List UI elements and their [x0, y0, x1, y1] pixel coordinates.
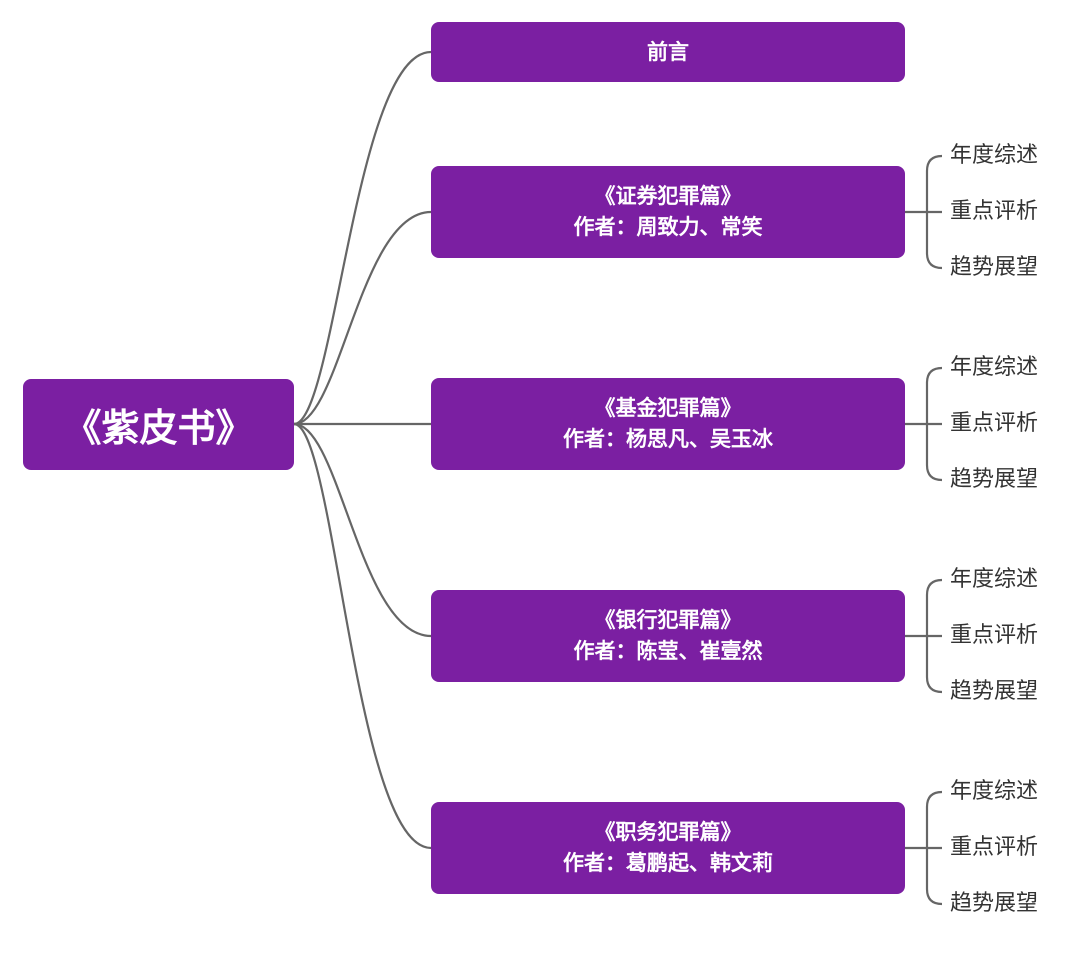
branch-title: 前言 [647, 39, 689, 64]
leaf-fund-annual-review[interactable]: 年度综述 [950, 355, 1039, 380]
branch-node-duty[interactable]: 《职务犯罪篇》 作者：葛鹏起、韩文莉 [431, 802, 905, 894]
leaf-bank-key-analysis[interactable]: 重点评析 [950, 623, 1039, 648]
leaf-fund-key-analysis[interactable]: 重点评析 [950, 411, 1039, 436]
connector-root-preface [293, 50, 432, 426]
connector-fund-leaves [905, 366, 943, 482]
branch-node-bank[interactable]: 《银行犯罪篇》 作者：陈莹、崔壹然 [431, 590, 905, 682]
branch-title: 《基金犯罪篇》 [594, 396, 742, 420]
connector-root-duty [293, 422, 432, 850]
leaf-bank-outlook[interactable]: 趋势展望 [950, 679, 1039, 704]
leaf-securities-outlook[interactable]: 趋势展望 [950, 255, 1039, 280]
branch-title: 《银行犯罪篇》 [594, 608, 742, 632]
connector-root-securities [293, 210, 432, 426]
connector-root-bank [293, 422, 432, 638]
branch-node-preface[interactable]: 前言 [431, 22, 905, 82]
leaf-securities-annual-review[interactable]: 年度综述 [950, 143, 1039, 168]
branch-author: 作者：葛鹏起、韩文莉 [563, 851, 773, 875]
connector-bank-leaves [905, 578, 943, 694]
branch-author: 作者：杨思凡、吴玉冰 [563, 427, 773, 451]
branch-author: 作者：周致力、常笑 [573, 215, 763, 239]
branch-title: 《职务犯罪篇》 [594, 820, 742, 844]
leaf-duty-outlook[interactable]: 趋势展望 [950, 891, 1039, 916]
leaf-duty-key-analysis[interactable]: 重点评析 [950, 835, 1039, 860]
branch-node-fund[interactable]: 《基金犯罪篇》 作者：杨思凡、吴玉冰 [431, 378, 905, 470]
leaf-duty-annual-review[interactable]: 年度综述 [950, 779, 1039, 804]
branch-author: 作者：陈莹、崔壹然 [573, 639, 763, 663]
leaf-securities-key-analysis[interactable]: 重点评析 [950, 199, 1039, 224]
leaf-bank-annual-review[interactable]: 年度综述 [950, 567, 1039, 592]
leaf-fund-outlook[interactable]: 趋势展望 [950, 467, 1039, 492]
root-node[interactable]: 《紫皮书》 [23, 379, 294, 470]
branch-title: 《证券犯罪篇》 [594, 184, 742, 208]
branch-node-securities[interactable]: 《证券犯罪篇》 作者：周致力、常笑 [431, 166, 905, 258]
connector-securities-leaves [905, 154, 943, 270]
root-label: 《紫皮书》 [63, 406, 254, 450]
connector-duty-leaves [905, 790, 943, 906]
